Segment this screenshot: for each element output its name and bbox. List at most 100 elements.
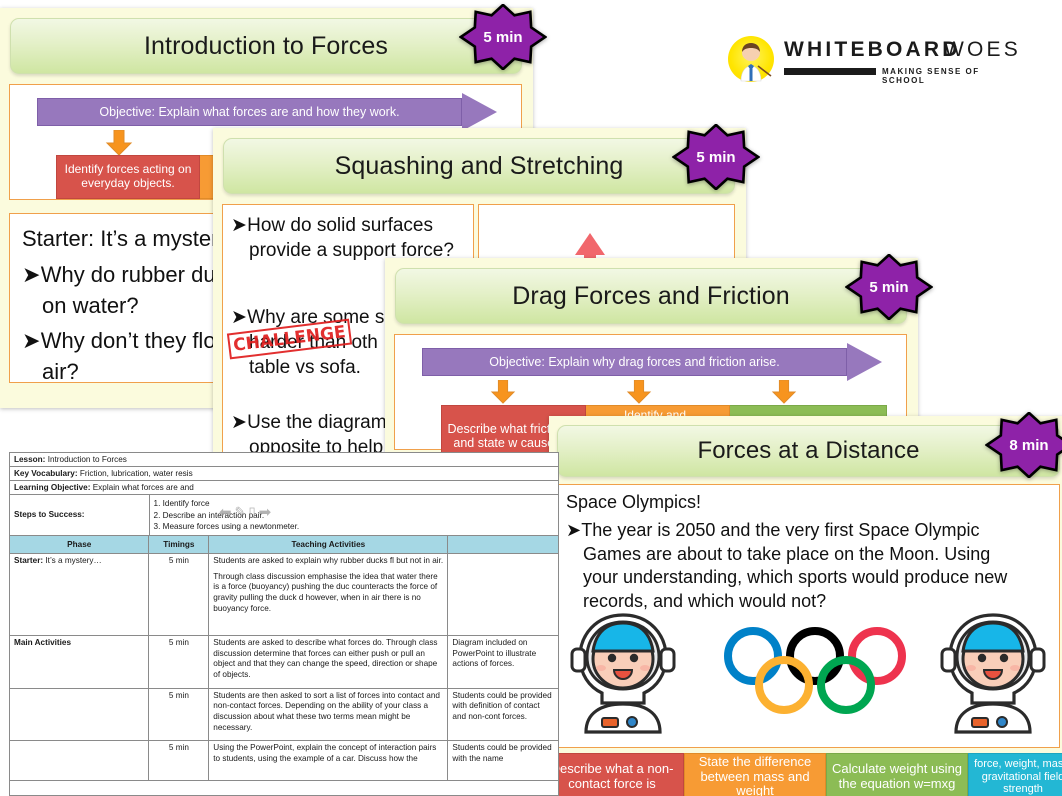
distance-paragraph-line: Games are about to take place on the Moo… (583, 543, 991, 564)
starter-bullet: ➤Why don’t they float (22, 326, 517, 355)
down-arrow-icon (771, 380, 797, 404)
lo-box-red-introduction: Identify forces acting on everyday objec… (56, 155, 200, 199)
bullet-arrow-icon: ➤ (231, 307, 247, 329)
phase-label: Starter: (14, 555, 44, 565)
logo-word-primary: WHITEBOARD (784, 38, 961, 61)
left-arrow-icon[interactable]: ⬅ (219, 504, 232, 521)
pencil-icon[interactable]: ✎ (234, 504, 246, 519)
space-olympics-heading: Space Olympics! (566, 492, 702, 512)
objective-arrow-introduction: Objective: Explain what forces are and h… (37, 93, 497, 131)
table-row-vocabulary: Key Vocabulary: Friction, lubrication, w… (10, 467, 558, 481)
objective-arrow-drag: Objective: Explain why drag forces and f… (422, 343, 882, 381)
duration-badge-label: 5 min (483, 28, 523, 46)
objective-label: Learning Objective: (14, 483, 91, 492)
column-header-timings: Timings (149, 535, 210, 553)
bullet-arrow-icon: ➤ (231, 412, 247, 434)
logo-word-secondary: WOES (944, 38, 1021, 61)
duration-badge-label: 5 min (869, 278, 909, 296)
step-item: 1. Identify force (153, 499, 210, 508)
down-arrow-icon (490, 380, 516, 404)
table-row-lesson: Lesson: Introduction to Forces (10, 453, 558, 467)
objective-text-drag: Objective: Explain why drag forces and f… (489, 355, 780, 369)
slide-title-distance: Forces at a Distance (697, 437, 920, 464)
starter-heading-introduction: Starter: It’s a mystery.. (22, 226, 241, 251)
phase-label: Main Activities (14, 637, 72, 647)
brand-logo: WHITEBOARD WOES MAKING SENSE OF SCHOOL (728, 32, 1018, 90)
astronaut-icon (940, 611, 1046, 740)
olympic-rings-icon (720, 622, 910, 727)
slide-title-squashing: Squashing and Stretching (334, 151, 624, 180)
duration-badge-label: 8 min (1009, 436, 1049, 454)
table-row: 5 min Students are then asked to sort a … (10, 688, 558, 742)
slide-title-introduction: Introduction to Forces (144, 31, 388, 60)
objective-value: Explain what forces are and (92, 483, 194, 492)
activity-text: Through class discussion emphasise the i… (213, 571, 438, 613)
right-arrow-icon[interactable]: ➡ (258, 504, 272, 521)
slide-navigation-widget[interactable]: ⬅ ✎ ▯ ➡ (219, 503, 271, 521)
bullet-arrow-icon: ➤ (22, 262, 41, 288)
lesson-plan-table[interactable]: Lesson: Introduction to Forces Key Vocab… (9, 452, 559, 796)
table-row-steps: Steps to Success: 1. Identify force 2. D… (10, 495, 558, 536)
timing-value: 5 min (149, 688, 210, 741)
step-item: 3. Measure forces using a newtonmeter. (153, 522, 300, 532)
duration-badge-drag: 5 min (845, 254, 933, 320)
squashing-bullets: ➤How do solid surfaces provide a support… (231, 213, 471, 461)
bullet-arrow-icon: ➤ (566, 519, 582, 540)
note-text: Diagram included on PowerPoint to illust… (452, 637, 537, 669)
timing-value: 5 min (149, 741, 210, 781)
duration-badge-label: 5 min (696, 148, 736, 166)
table-row: 5 min Using the PowerPoint, explain the … (10, 741, 558, 782)
squashing-bullet-cont: harder than oth (249, 332, 378, 354)
lo-box-green-distance-text: Calculate weight using the equation w=mx… (831, 761, 963, 791)
table-row: Starter: It’s a mystery… 5 min Students … (10, 553, 558, 636)
note-text: Students could be provided with the name (452, 743, 552, 763)
timing-value: 5 min (149, 553, 210, 635)
distance-text: Space Olympics! ➤The year is 2050 and th… (566, 491, 1058, 614)
column-header-phase: Phase (10, 535, 150, 553)
slide-title-bar-introduction: Introduction to Forces (10, 18, 522, 74)
astronaut-icon (570, 611, 676, 740)
steps-label: Steps to Success: (14, 510, 85, 520)
slide-title-bar-distance: Forces at a Distance (557, 425, 1060, 477)
lo-box-orange-distance-text: State the difference between mass and we… (698, 753, 812, 796)
slide-icon[interactable]: ▯ (248, 504, 256, 519)
squashing-bullet-cont: provide a support force? (249, 240, 454, 262)
starter-bullet-cont: on water? (42, 293, 139, 319)
objective-text-introduction: Objective: Explain what forces are and h… (99, 105, 400, 119)
lo-box-red-distance-text: Describe what a non-contact force is (550, 761, 674, 791)
bullet-arrow-icon: ➤ (231, 215, 247, 236)
lo-box-blue-distance-text: force, weight, mass, gravitational field… (974, 758, 1062, 796)
timing-value: 5 min (149, 635, 210, 688)
starter-text-introduction: Starter: It’s a mystery.. ➤Why do rubber… (22, 224, 517, 386)
squashing-bullet: ➤Why are some s (231, 305, 471, 330)
lesson-value: Introduction to Forces (47, 455, 127, 464)
down-arrow-icon (105, 130, 133, 156)
lo-box-blue-distance: force, weight, mass, gravitational field… (968, 753, 1062, 796)
starter-bullet: ➤Why do rubber duck (22, 260, 517, 289)
logo-divider (784, 68, 876, 75)
table-row: Main Activities 5 min Students are asked… (10, 635, 558, 689)
column-header-notes (448, 535, 558, 553)
starter-bullet-cont: air? (42, 359, 79, 385)
slide-title-bar-squashing: Squashing and Stretching (223, 138, 735, 194)
slide-forces-at-a-distance[interactable]: Forces at a Distance Space Olympics! ➤Th… (549, 416, 1062, 796)
lo-box-red-text: Identify forces acting on everyday objec… (64, 162, 192, 190)
vocab-label: Key Vocabulary: (14, 469, 78, 478)
lo-box-orange-distance: State the difference between mass and we… (684, 753, 826, 796)
logo-tagline: MAKING SENSE OF SCHOOL (882, 67, 980, 85)
table-row-objective: Learning Objective: Explain what forces … (10, 481, 558, 495)
distance-paragraph-line: records, and which would not? (583, 591, 827, 611)
squashing-bullet-cont: table vs sofa. (249, 357, 361, 379)
lo-box-red-distance: Describe what a non-contact force is (549, 753, 684, 796)
vocab-value: Friction, lubrication, water resis (79, 469, 193, 478)
slide-title-drag: Drag Forces and Friction (512, 281, 790, 310)
bullet-arrow-icon: ➤ (22, 328, 41, 354)
column-header-activities: Teaching Activities (209, 535, 449, 553)
activity-text: Students are asked to describe what forc… (213, 637, 438, 679)
lo-box-green-distance: Calculate weight using the equation w=mx… (826, 753, 968, 796)
duration-badge-distance: 8 min (985, 412, 1062, 478)
down-arrow-icon (626, 380, 652, 404)
squashing-bullet: ➤Use the diagram (231, 410, 471, 435)
activity-text: Using the PowerPoint, explain the concep… (213, 743, 437, 763)
step-item: 2. Describe an interaction pair. (153, 510, 265, 520)
